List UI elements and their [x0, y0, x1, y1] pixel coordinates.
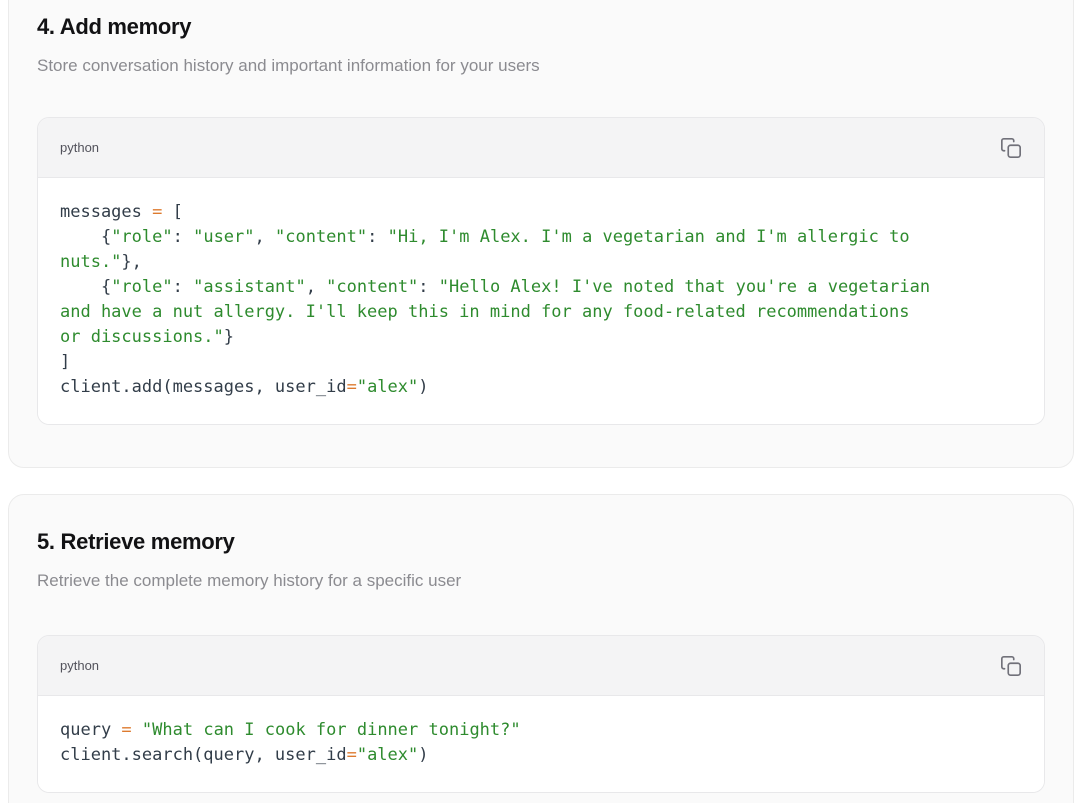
section-heading: 5. Retrieve memory	[37, 529, 235, 554]
code-content: messages = [ {"role": "user", "content":…	[38, 178, 1044, 424]
section-retrieve-memory: 5. Retrieve memory Retrieve the complete…	[8, 494, 1074, 803]
code-block: python query = "What can I cook for dinn…	[37, 635, 1045, 793]
page: { "colors": { "code_plain": "#323d49", "…	[8, 0, 1074, 803]
code-block-header: python	[38, 118, 1044, 178]
section-description: Store conversation history and important…	[37, 56, 540, 75]
section-add-memory: 4. Add memory Store conversation history…	[8, 0, 1074, 468]
section-description: Retrieve the complete memory history for…	[37, 571, 462, 590]
copy-icon	[1000, 137, 1022, 159]
section-heading: 4. Add memory	[37, 14, 192, 39]
code-block-header: python	[38, 636, 1044, 696]
language-label: python	[60, 140, 100, 155]
copy-button[interactable]	[998, 135, 1024, 161]
code-block: python messages = [ {"role": "user", "co…	[37, 117, 1045, 425]
language-label: python	[60, 658, 100, 673]
code-content: query = "What can I cook for dinner toni…	[38, 696, 1044, 792]
copy-button[interactable]	[998, 653, 1024, 679]
copy-icon	[1000, 655, 1022, 677]
